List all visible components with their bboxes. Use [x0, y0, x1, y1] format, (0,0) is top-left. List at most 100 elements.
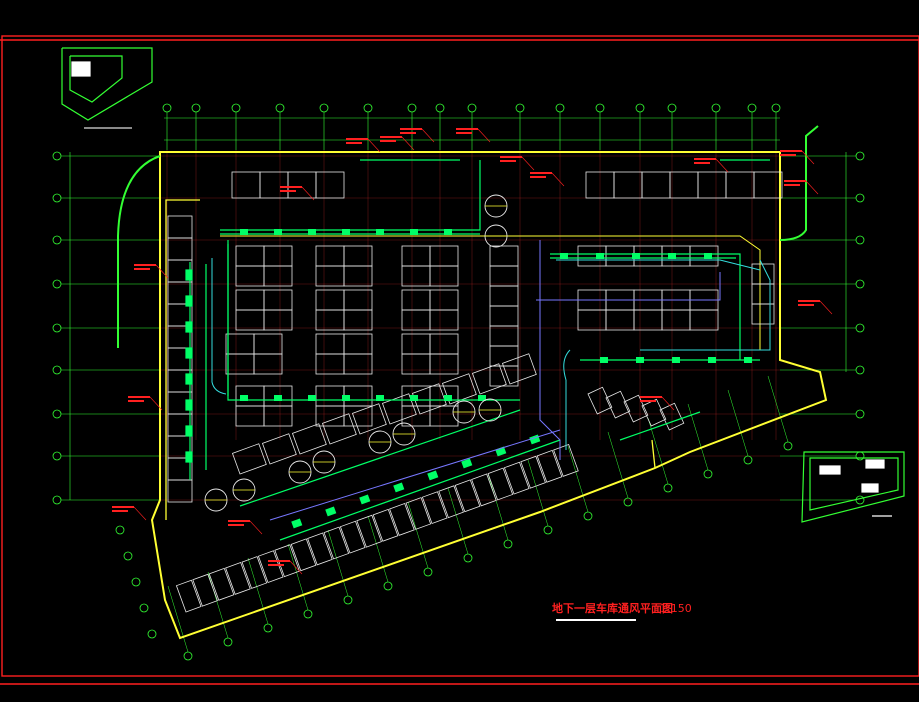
parking-stall — [343, 309, 373, 331]
parking-stall — [401, 333, 431, 355]
key-plan-top-left — [61, 47, 153, 129]
air-duct — [550, 253, 741, 360]
leader-line — [421, 128, 435, 143]
annotation-tick — [400, 128, 422, 130]
duct-damper — [560, 253, 568, 259]
annotation-tick — [798, 300, 820, 302]
parking-stall-group — [351, 403, 387, 435]
parking-stall — [315, 171, 345, 199]
parking-stall — [411, 383, 447, 415]
duct-damper — [342, 229, 350, 235]
grid-line — [407, 501, 429, 569]
parking-stall — [381, 393, 417, 425]
axis-bubble — [771, 103, 781, 113]
parking-stall — [503, 461, 530, 495]
duct-damper — [708, 357, 716, 363]
axis-bubble — [191, 103, 201, 113]
axis-bubble — [855, 235, 865, 245]
parking-stall-group — [241, 556, 268, 589]
leader-line — [155, 264, 169, 279]
axis-bubble — [52, 235, 62, 245]
axis-bubble — [515, 103, 525, 113]
parking-stall — [339, 520, 366, 554]
parking-stall — [225, 562, 251, 595]
parking-stall — [429, 245, 459, 267]
axis-bubble — [52, 409, 62, 419]
axis-bubble — [147, 629, 157, 639]
parking-stall — [263, 245, 293, 267]
grid-line — [727, 389, 749, 457]
duct-damper — [376, 229, 384, 235]
parking-stall — [323, 526, 350, 560]
duct-damper — [704, 253, 712, 259]
duct-damper — [427, 470, 439, 481]
air-duct — [279, 439, 561, 541]
parking-stall-group — [471, 363, 507, 395]
parking-stall — [343, 353, 373, 375]
grid-line — [447, 487, 469, 555]
parking-stall — [321, 413, 357, 445]
grid-line — [327, 529, 349, 597]
pipe-runs — [211, 240, 771, 521]
parking-stall — [697, 171, 727, 199]
axis-bubble — [52, 495, 62, 505]
parking-stall — [623, 394, 649, 423]
leader-line — [149, 396, 163, 411]
annotation-tick — [640, 396, 662, 398]
parking-stall — [315, 265, 345, 287]
duct-damper — [185, 321, 193, 333]
grid-line — [287, 543, 309, 611]
axis-bubble — [363, 103, 373, 113]
annotation-tick — [530, 176, 546, 178]
axis-bubble — [583, 511, 593, 521]
axis-bubble — [275, 103, 285, 113]
axis-bubble — [703, 469, 713, 479]
duct-damper — [478, 395, 486, 401]
annotation-tick — [640, 400, 656, 402]
parking-stall — [263, 309, 293, 331]
leader-line — [401, 136, 415, 151]
parking-stall — [287, 171, 317, 199]
leader-line — [801, 150, 815, 165]
parking-stall — [489, 305, 519, 327]
annotation-tick — [280, 190, 296, 192]
parking-stall — [520, 455, 546, 489]
parking-stall — [661, 309, 691, 331]
parking-stall — [751, 283, 775, 305]
parking-stall — [343, 405, 373, 427]
air-duct — [239, 409, 521, 507]
parking-stall — [641, 171, 671, 199]
parking-stall-group — [441, 373, 477, 405]
parking-stall — [343, 265, 373, 287]
parking-stall — [471, 363, 507, 395]
annotation-tick — [128, 400, 144, 402]
parking-stall — [689, 309, 719, 331]
axis-bubble — [855, 279, 865, 289]
annotation-tick — [134, 268, 150, 270]
axis-bubble — [407, 103, 417, 113]
duct-damper — [444, 229, 452, 235]
leader-line — [521, 156, 535, 171]
parking-stall — [167, 237, 193, 261]
parking-stall-group — [454, 479, 481, 513]
annotation-tick — [380, 136, 402, 138]
parking-stall — [429, 289, 459, 311]
axis-bubble — [855, 323, 865, 333]
parking-stall — [429, 333, 459, 355]
leader-line — [249, 520, 263, 535]
parking-stall — [429, 265, 459, 287]
air-duct — [220, 160, 481, 231]
parking-stall — [401, 245, 431, 267]
leader-line — [477, 128, 491, 143]
axis-bubble — [223, 637, 233, 647]
parking-stall — [225, 353, 255, 375]
axis-bubble — [52, 151, 62, 161]
axis-bubble — [503, 539, 513, 549]
parking-stall — [291, 423, 327, 455]
parking-stall-group — [321, 413, 357, 445]
parking-stall — [315, 309, 345, 331]
parking-stall — [489, 325, 519, 347]
parking-stall-group — [257, 550, 284, 584]
parking-stall-group — [291, 423, 327, 455]
parking-stall-group — [261, 433, 297, 465]
